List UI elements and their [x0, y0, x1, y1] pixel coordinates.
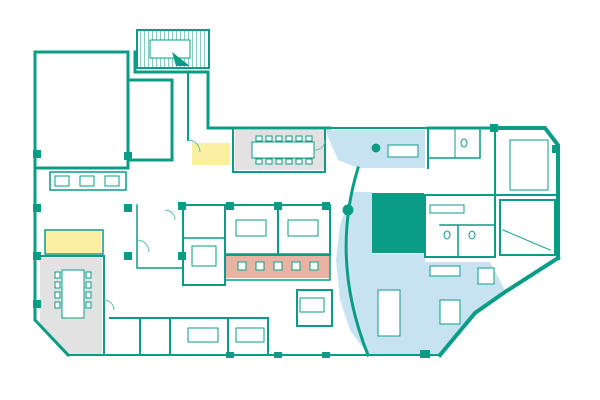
- restrooms-east: [424, 194, 496, 258]
- column: [226, 352, 234, 358]
- column: [33, 204, 41, 212]
- column: [274, 202, 282, 210]
- plant-icon: [342, 204, 354, 216]
- table-icon: [377, 289, 401, 337]
- table-icon: [429, 265, 461, 277]
- table-icon: [477, 267, 495, 285]
- core-block: [372, 193, 424, 253]
- column: [124, 152, 132, 160]
- sink-icon: [429, 204, 465, 214]
- column: [33, 252, 41, 260]
- door-icon: [103, 139, 326, 311]
- columns: [33, 124, 560, 358]
- column: [178, 202, 186, 210]
- column: [226, 202, 234, 210]
- column: [33, 150, 41, 158]
- booth-row: [49, 171, 127, 191]
- column: [124, 252, 132, 260]
- walls: [33, 29, 561, 358]
- column: [33, 300, 41, 308]
- column: [322, 352, 330, 358]
- table-icon: [79, 175, 95, 187]
- table-icon: [104, 175, 120, 187]
- phone-booth-sw: [45, 231, 101, 253]
- chair-icon: [255, 135, 313, 165]
- table-icon: [287, 219, 319, 237]
- lounge-curve: [344, 166, 370, 357]
- furniture: [54, 135, 495, 343]
- wall-nw-room: [33, 50, 130, 170]
- plant-icon: [371, 143, 381, 153]
- table-icon: [235, 219, 267, 237]
- table-icon: [235, 327, 265, 343]
- stair-east: [499, 199, 556, 256]
- table-icon: [54, 175, 70, 187]
- table-icon: [299, 297, 325, 313]
- table-icon: [61, 269, 85, 319]
- column: [274, 352, 282, 358]
- table-icon: [251, 141, 315, 159]
- table-icon: [187, 327, 219, 343]
- table-icon: [191, 245, 217, 267]
- restroom-ne: [427, 127, 481, 159]
- chair-icon: [54, 271, 92, 309]
- column: [322, 202, 330, 210]
- chair-icon: [237, 261, 319, 271]
- table-icon: [387, 144, 419, 158]
- wall-nw-room-2: [126, 78, 174, 162]
- column: [420, 350, 430, 358]
- column: [490, 124, 498, 132]
- column: [178, 252, 186, 260]
- east-wing: [493, 126, 560, 260]
- column: [124, 204, 132, 212]
- toilet-icon: [443, 138, 476, 240]
- column: [552, 145, 560, 153]
- stairs-icon: [149, 39, 191, 59]
- kitchenette: [192, 143, 230, 165]
- table-icon: [439, 299, 461, 325]
